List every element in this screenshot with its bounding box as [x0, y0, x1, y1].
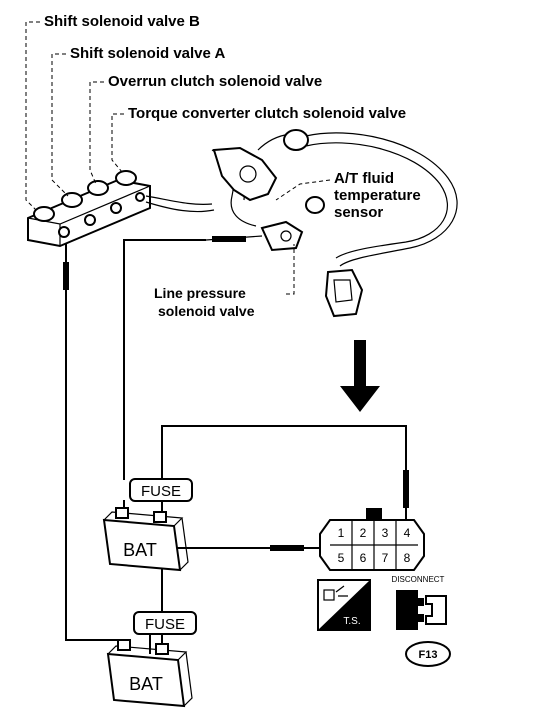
svg-text:sensor: sensor [334, 204, 383, 221]
svg-text:BAT: BAT [129, 674, 163, 694]
connector-code-badge: F13 [405, 641, 451, 667]
label-torque-converter-clutch-solenoid: Torque converter clutch solenoid valve [111, 105, 406, 173]
down-arrow-icon [340, 340, 380, 412]
upper-fuse: FUSE [129, 478, 193, 502]
pin-5: 5 [338, 551, 345, 565]
pin-2: 2 [360, 526, 367, 540]
pin-7: 7 [382, 551, 389, 565]
svg-text:BAT: BAT [123, 540, 157, 560]
label-shift-solenoid-a: Shift solenoid valve A [51, 45, 225, 197]
label-shift-solenoid-b: Shift solenoid valve B [25, 13, 200, 211]
harness-connector [324, 268, 364, 318]
pin-1: 1 [338, 526, 345, 540]
connector-pinout: 1 2 3 4 5 6 7 8 [319, 508, 425, 571]
pin-6: 6 [360, 551, 367, 565]
svg-text:FUSE: FUSE [145, 616, 185, 633]
line-pressure-solenoid [205, 220, 304, 252]
svg-text:solenoid valve: solenoid valve [158, 303, 255, 319]
pin-8: 8 [404, 551, 411, 565]
svg-text:Line pressure: Line pressure [154, 285, 246, 301]
o-ring [305, 196, 325, 214]
tester-symbol-icon: T.S. [317, 579, 371, 631]
svg-text:FUSE: FUSE [141, 483, 181, 500]
svg-text:Shift solenoid valve B: Shift solenoid valve B [44, 13, 200, 30]
lower-battery: BAT [106, 639, 193, 708]
svg-text:F13: F13 [419, 649, 438, 661]
wire-harness [145, 129, 458, 267]
svg-text:A/T fluid: A/T fluid [334, 170, 394, 187]
svg-text:Shift solenoid valve A: Shift solenoid valve A [70, 45, 225, 62]
lower-fuse: FUSE [133, 611, 197, 635]
solenoid-valve-assembly [27, 170, 151, 248]
svg-text:T.S.: T.S. [343, 616, 360, 627]
svg-text:temperature: temperature [334, 187, 421, 204]
svg-text:Torque converter clutch soleno: Torque converter clutch solenoid valve [128, 105, 406, 122]
label-line-pressure-solenoid: Line pressure solenoid valve [154, 244, 295, 319]
svg-text:Overrun clutch solenoid valve: Overrun clutch solenoid valve [108, 73, 322, 90]
disconnect-icon: DISCONNECT [392, 575, 447, 630]
pin-3: 3 [382, 526, 389, 540]
label-overrun-clutch-solenoid: Overrun clutch solenoid valve [89, 73, 322, 185]
svg-text:DISCONNECT: DISCONNECT [392, 575, 445, 584]
upper-battery: BAT [102, 507, 189, 572]
label-at-fluid-temperature-sensor: A/T fluid temperature sensor [275, 170, 421, 221]
pin-4: 4 [404, 526, 411, 540]
